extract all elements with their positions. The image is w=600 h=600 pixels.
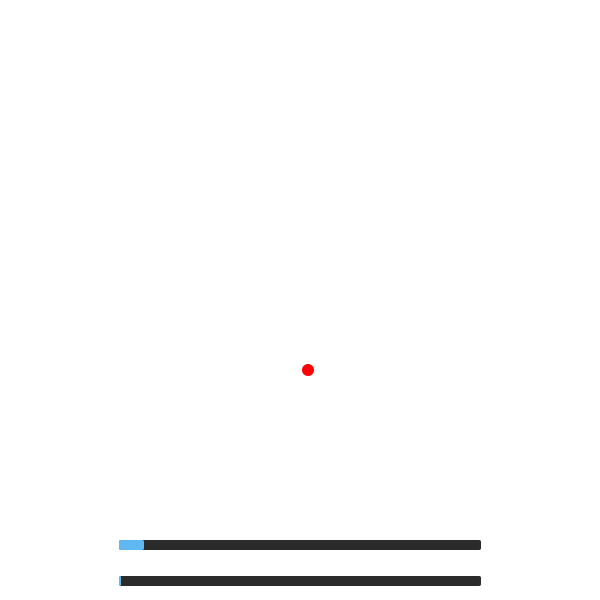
red-dot-icon[interactable] — [302, 364, 314, 376]
secondary-progress-fill — [119, 576, 121, 586]
primary-progress-fill — [119, 540, 145, 550]
secondary-progress-bar — [119, 576, 481, 586]
primary-progress-bar — [119, 540, 481, 550]
